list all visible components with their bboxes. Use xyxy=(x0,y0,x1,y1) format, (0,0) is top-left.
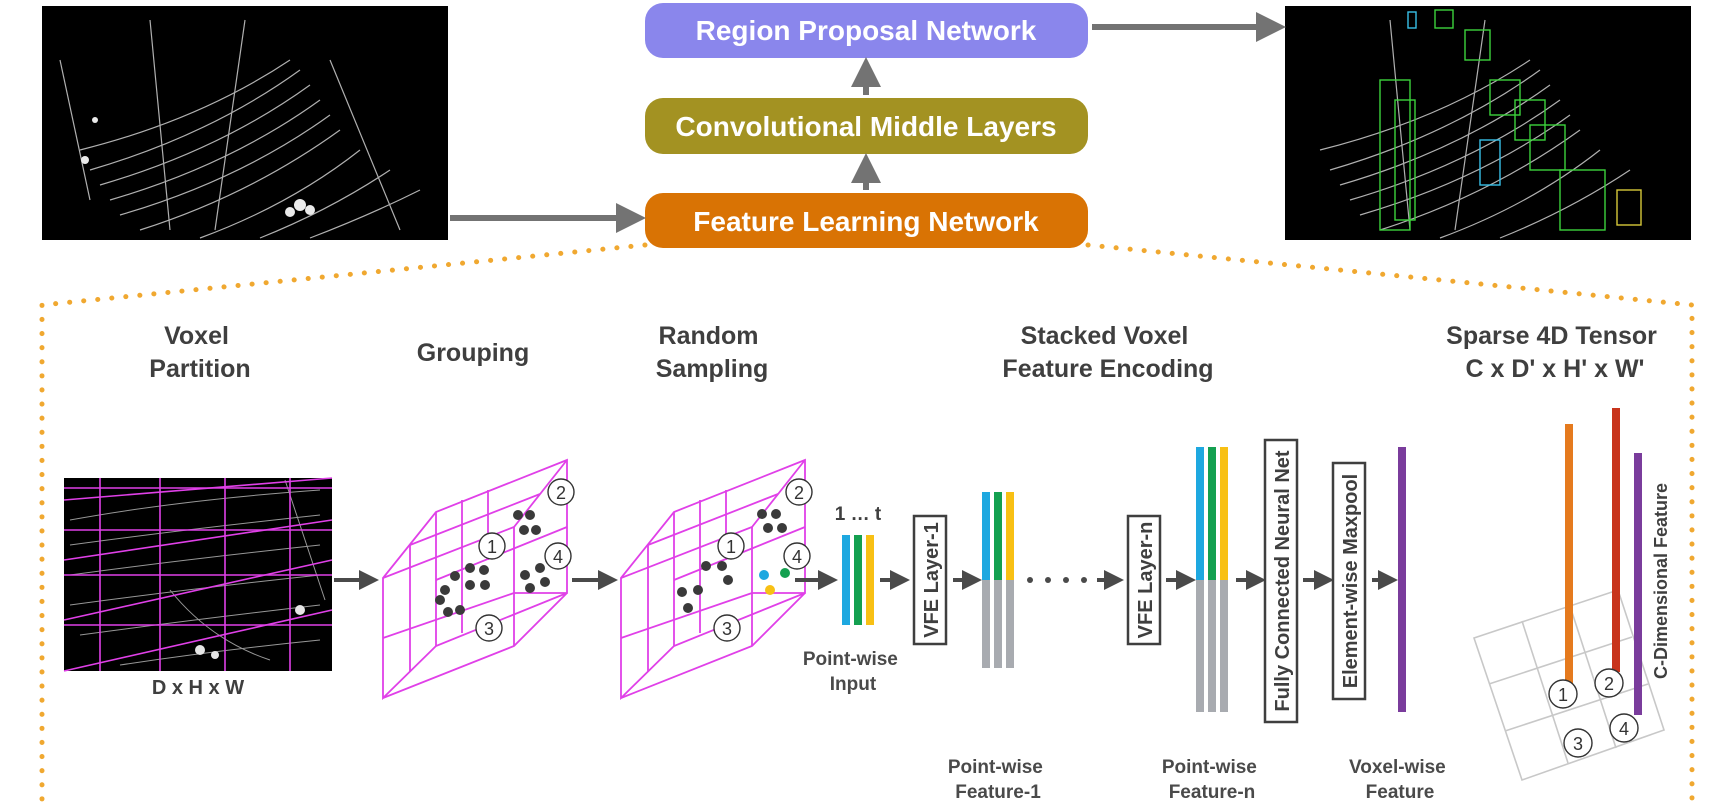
tensor-feature-orange xyxy=(1565,424,1573,686)
c-dimensional-feature-label: C-Dimensional Feature xyxy=(1651,483,1671,679)
expansion-dotted-outline xyxy=(39,242,1695,808)
svg-text:4: 4 xyxy=(1619,719,1629,739)
pointwise-feature-n-bars xyxy=(1196,447,1228,712)
stage-sparse-tensor: Sparse 4D Tensor C x D' x H' x W' xyxy=(1446,322,1664,383)
svg-text:3: 3 xyxy=(484,619,494,639)
ellipsis-dots xyxy=(1027,577,1087,583)
cml-label: Convolutional Middle Layers xyxy=(675,111,1056,142)
pointwise-feature-1-label: Point-wise Feature-1 xyxy=(948,757,1048,803)
pointwise-feature-1-bars xyxy=(982,492,1014,668)
svg-text:VFE Layer-n: VFE Layer-n xyxy=(1135,522,1157,639)
svg-text:3: 3 xyxy=(1573,734,1583,754)
tensor-feature-purple xyxy=(1634,453,1642,715)
svg-text:VFE Layer-1: VFE Layer-1 xyxy=(921,522,943,638)
svg-text:2: 2 xyxy=(794,483,804,503)
pointwise-feature-n-label: Point-wise Feature-n xyxy=(1162,757,1262,803)
svg-text:1: 1 xyxy=(726,537,736,557)
svg-text:4: 4 xyxy=(553,547,563,567)
sampling-voxel-ids: 2 1 4 3 xyxy=(713,478,813,642)
sampled-points xyxy=(677,509,787,613)
fully-connected-net-box: Fully Connected Neural Net xyxy=(1263,438,1299,724)
region-proposal-network-box: Region Proposal Network xyxy=(645,3,1088,58)
svg-text:2: 2 xyxy=(556,483,566,503)
rpn-label: Region Proposal Network xyxy=(696,15,1037,46)
pipeline-arrows xyxy=(450,12,1286,233)
svg-text:4: 4 xyxy=(792,547,802,567)
stage-stacked-vfe: Stacked Voxel Feature Encoding xyxy=(1002,322,1213,383)
stage-random-sampling: Random Sampling xyxy=(656,322,769,383)
grouping-points xyxy=(435,510,550,617)
voxelwise-feature-bar xyxy=(1398,447,1406,712)
one-to-t-label: 1 … t xyxy=(835,504,882,525)
pointwise-input-label: Point-wise Input xyxy=(803,649,903,695)
stage-voxel-partition: Voxel Partition xyxy=(149,322,250,383)
voxelwise-feature-label: Voxel-wise Feature xyxy=(1349,757,1451,803)
svg-text:Fully Connected Neural Net: Fully Connected Neural Net xyxy=(1272,450,1294,711)
tensor-voxel-ids: 1 2 3 4 xyxy=(1548,668,1639,758)
convolutional-middle-layers-box: Convolutional Middle Layers xyxy=(645,98,1088,154)
svg-text:1: 1 xyxy=(487,537,497,557)
svg-text:Element-wise Maxpool: Element-wise Maxpool xyxy=(1340,474,1362,689)
fln-label: Feature Learning Network xyxy=(693,206,1039,237)
input-point-cloud-image xyxy=(42,6,448,240)
grouping-voxel-ids: 2 1 4 3 xyxy=(475,478,575,642)
elementwise-maxpool-box: Element-wise Maxpool xyxy=(1331,461,1367,701)
svg-text:2: 2 xyxy=(1604,674,1614,694)
output-detections-image xyxy=(1285,6,1691,240)
stage-grouping: Grouping xyxy=(417,339,529,367)
vfe-layer-1-box: VFE Layer-1 xyxy=(912,514,948,646)
pointwise-input-bars xyxy=(842,535,874,625)
vfe-layer-n-box: VFE Layer-n xyxy=(1126,514,1162,646)
voxel-partition-image xyxy=(63,477,333,672)
grouping-voxel-block: 2 1 4 3 xyxy=(382,458,575,701)
tensor-feature-red xyxy=(1612,408,1620,672)
svg-text:3: 3 xyxy=(722,619,732,639)
sparse-tensor-grid: 1 2 3 4 xyxy=(1472,408,1666,782)
feature-learning-network-box: Feature Learning Network xyxy=(645,193,1088,248)
dhw-label: D x H x W xyxy=(152,677,244,699)
sampling-voxel-block: 2 1 4 3 xyxy=(620,458,813,701)
svg-text:1: 1 xyxy=(1558,685,1568,705)
